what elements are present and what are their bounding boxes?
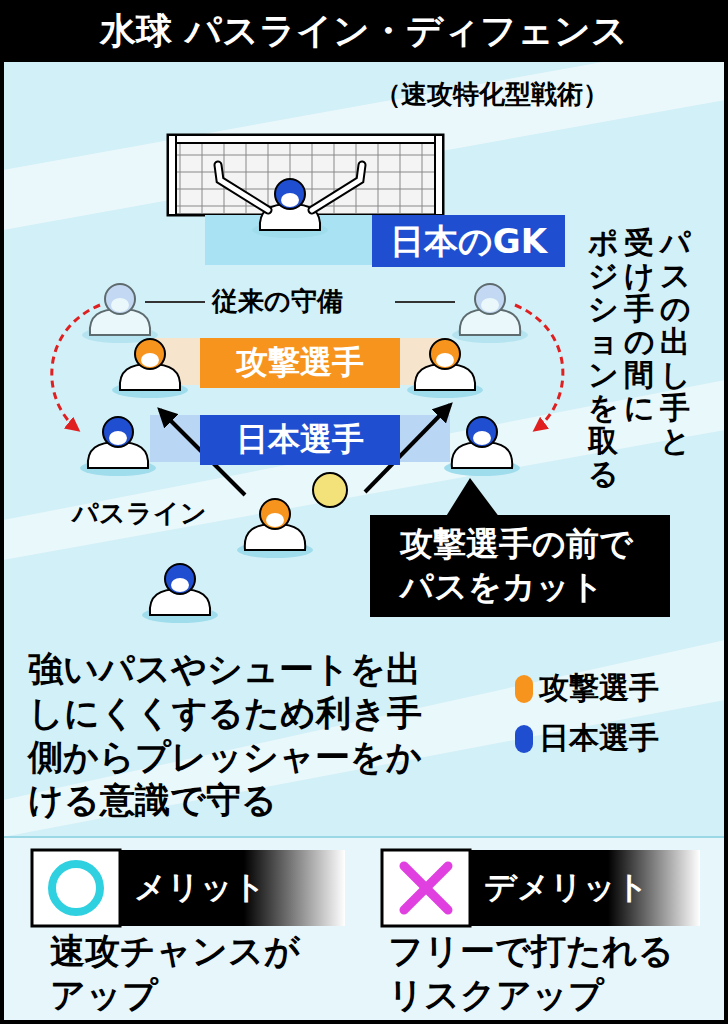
vertical-note: パスの出し手と受け手の間にポジションを取る bbox=[588, 226, 690, 490]
title-bar: 水球 パスライン・ディフェンス bbox=[0, 0, 728, 62]
callout-box: 攻撃選手の前で パスをカット bbox=[370, 515, 670, 617]
player-figure bbox=[82, 284, 158, 343]
demerit-cross bbox=[404, 866, 448, 910]
water-streak bbox=[3, 40, 725, 230]
demerit-header: デメリット bbox=[470, 850, 700, 926]
water-streak bbox=[3, 640, 725, 837]
player-figure bbox=[142, 564, 218, 623]
callout-pointer bbox=[445, 478, 500, 518]
node-text: 日本のGK bbox=[390, 219, 547, 263]
node-text: メリット bbox=[134, 867, 266, 909]
legend-text: 日本選手 bbox=[539, 718, 659, 759]
player-figure bbox=[237, 499, 313, 558]
legend-swatch bbox=[515, 725, 533, 753]
legend-entry: 攻撃選手 bbox=[515, 668, 659, 709]
bottom-panel bbox=[0, 837, 728, 1024]
demerit-text: フリーで打たれる リスクアップ bbox=[388, 930, 679, 1018]
group-label: 従来の守備 bbox=[212, 285, 343, 318]
subtitle: （速攻特化型戦術） bbox=[375, 78, 609, 111]
legend-swatch bbox=[515, 675, 533, 703]
band-strip bbox=[150, 338, 450, 385]
node-text: 攻撃選手 bbox=[236, 342, 364, 384]
merit-circle bbox=[52, 864, 100, 912]
vertical-column: ポジションを取る bbox=[588, 226, 618, 490]
vertical-column: パスの出し手と bbox=[660, 226, 690, 490]
player-figure bbox=[80, 417, 156, 476]
movement-arrow bbox=[515, 305, 563, 430]
merit-header: メリット bbox=[120, 850, 345, 926]
merit-text: 速攻チャンスが アップ bbox=[50, 930, 306, 1018]
gk-band: 日本のGK bbox=[372, 215, 565, 267]
player-figure bbox=[112, 339, 188, 398]
node-text: 攻撃選手の前で パスをカット bbox=[400, 523, 641, 609]
player-figure bbox=[407, 339, 483, 398]
movement-arrow bbox=[52, 305, 100, 430]
band-strip bbox=[150, 415, 450, 462]
legend-entry: 日本選手 bbox=[515, 718, 659, 759]
icon-box bbox=[32, 850, 120, 926]
player-figure bbox=[218, 165, 362, 238]
vertical-column: 受け手の間に bbox=[624, 226, 654, 490]
label-rule bbox=[145, 301, 205, 303]
note-paragraph: 強いパスやシュートを出しにくくするため利き手側からプレッシャーをかける意識で守る bbox=[28, 648, 424, 823]
icon-box bbox=[382, 850, 470, 926]
ball bbox=[313, 473, 347, 507]
japan-band: 日本選手 bbox=[200, 415, 400, 465]
goal bbox=[168, 135, 443, 215]
player-figure bbox=[444, 417, 520, 476]
panel-divider bbox=[0, 836, 728, 838]
label-rule bbox=[395, 301, 455, 303]
pass-line-label: パスライン bbox=[72, 497, 207, 530]
node-text: デメリット bbox=[484, 867, 649, 909]
player-figure bbox=[452, 284, 528, 343]
node-text: 日本選手 bbox=[236, 419, 364, 461]
attacker-band: 攻撃選手 bbox=[200, 338, 400, 388]
legend-text: 攻撃選手 bbox=[539, 668, 659, 709]
node-text: 水球 パスライン・ディフェンス bbox=[100, 8, 628, 55]
